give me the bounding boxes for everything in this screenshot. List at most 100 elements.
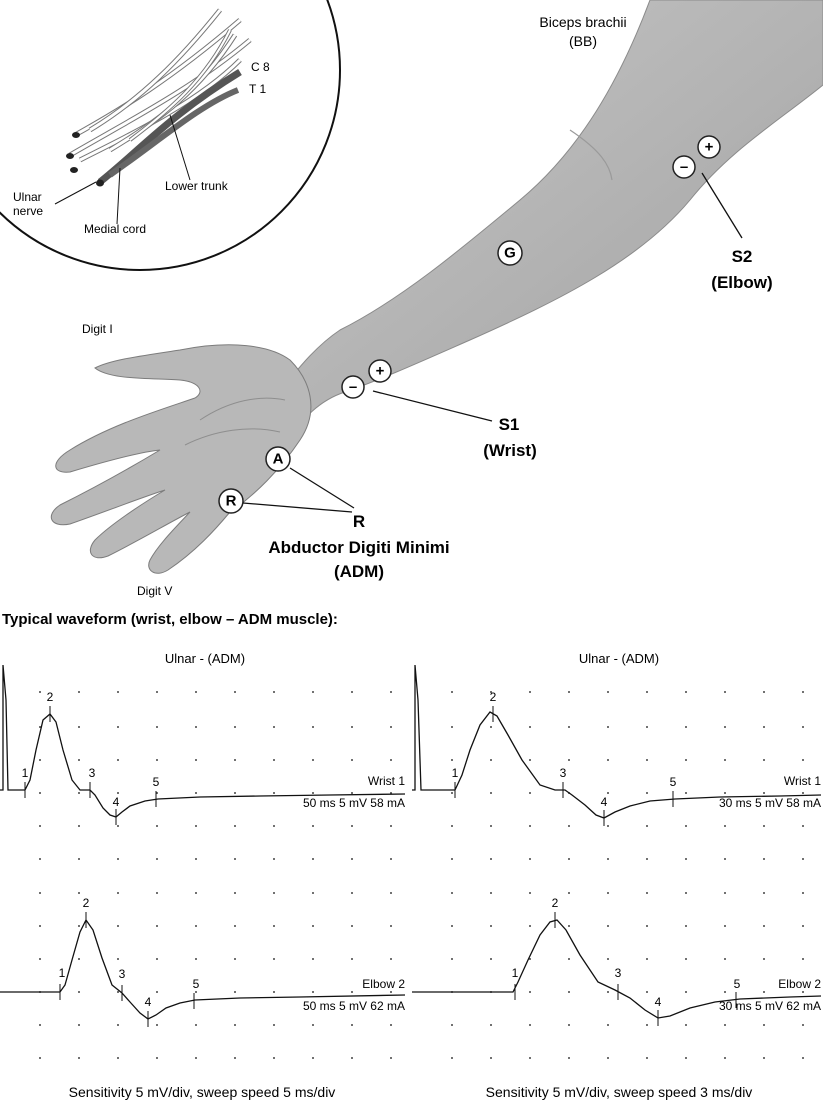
grid-dot xyxy=(802,991,804,993)
grid-dot xyxy=(724,691,726,693)
markers-elbow-right: 1 2 3 4 5 xyxy=(512,896,741,1026)
grid-dot xyxy=(390,858,392,860)
grid-dot xyxy=(646,1057,648,1059)
grid-dot xyxy=(568,991,570,993)
grid-dot xyxy=(39,858,41,860)
grid-dot xyxy=(802,792,804,794)
grid-dot xyxy=(390,759,392,761)
marker-5: 5 xyxy=(193,977,200,991)
grid-dot xyxy=(802,1057,804,1059)
grid-dot xyxy=(195,691,197,693)
reference-electrode: R xyxy=(218,488,244,514)
grid-dot xyxy=(390,958,392,960)
grid-dot xyxy=(646,691,648,693)
grid-dot xyxy=(117,759,119,761)
grid-dot xyxy=(234,825,236,827)
grid-dot xyxy=(451,691,453,693)
grid-dot xyxy=(724,858,726,860)
biceps-label-2: (BB) xyxy=(569,33,597,49)
grid-dot xyxy=(351,1024,353,1026)
marker-1: 1 xyxy=(22,766,29,780)
c8-label: C 8 xyxy=(251,60,270,74)
grid-dot xyxy=(195,925,197,927)
lower-trunk-label: Lower trunk xyxy=(165,179,229,193)
dot-grid xyxy=(39,691,804,1059)
grid-dot xyxy=(451,1057,453,1059)
grid-dot xyxy=(724,726,726,728)
grid-dot xyxy=(802,1024,804,1026)
grid-dot xyxy=(312,858,314,860)
grid-dot xyxy=(273,1057,275,1059)
grid-dot xyxy=(529,825,531,827)
grid-dot xyxy=(607,792,609,794)
marker-5: 5 xyxy=(153,775,160,789)
grid-dot xyxy=(685,1057,687,1059)
marker-3: 3 xyxy=(119,967,126,981)
s2-label: S2 xyxy=(732,247,753,266)
grid-dot xyxy=(312,726,314,728)
grid-dot xyxy=(273,858,275,860)
grid-dot xyxy=(646,1024,648,1026)
grid-dot xyxy=(234,759,236,761)
grid-dot xyxy=(646,925,648,927)
t1-label: T 1 xyxy=(249,82,266,96)
grid-dot xyxy=(802,858,804,860)
grid-dot xyxy=(529,691,531,693)
grid-dot xyxy=(607,892,609,894)
marker-1: 1 xyxy=(452,766,459,780)
grid-dot xyxy=(607,825,609,827)
grid-dot xyxy=(312,991,314,993)
s1-site-label: (Wrist) xyxy=(483,441,537,460)
s2-site-label: (Elbow) xyxy=(711,273,772,292)
grid-dot xyxy=(234,792,236,794)
grid-dot xyxy=(39,825,41,827)
grid-dot xyxy=(490,691,492,693)
svg-text:A: A xyxy=(273,451,284,468)
s2-cathode-electrode: – xyxy=(672,155,696,179)
grid-dot xyxy=(78,858,80,860)
adm-abbrev-label: (ADM) xyxy=(334,562,384,581)
grid-dot xyxy=(685,792,687,794)
grid-dot xyxy=(234,726,236,728)
electrode-leader-lines xyxy=(242,172,743,513)
medial-cord-label: Medial cord xyxy=(84,222,146,236)
grid-dot xyxy=(685,858,687,860)
grid-dot xyxy=(156,726,158,728)
grid-dot xyxy=(117,1057,119,1059)
grid-dot xyxy=(646,759,648,761)
markers-wrist-right: 1 2 3 4 5 xyxy=(452,690,677,826)
grid-dot xyxy=(195,825,197,827)
markers-wrist-left: 1 2 3 4 5 xyxy=(22,690,160,825)
ulnar-nerve-label-1: Ulnar xyxy=(13,190,42,204)
grid-dot xyxy=(529,759,531,761)
grid-dot xyxy=(685,759,687,761)
grid-dot xyxy=(490,759,492,761)
grid-dot xyxy=(724,1024,726,1026)
digit-v-label: Digit V xyxy=(137,584,172,598)
grid-dot xyxy=(451,858,453,860)
marker-3: 3 xyxy=(615,966,622,980)
grid-dot xyxy=(802,759,804,761)
grid-dot xyxy=(646,858,648,860)
grid-dot xyxy=(529,892,531,894)
elbow-waveform-left xyxy=(0,918,406,1020)
grid-dot xyxy=(568,691,570,693)
marker-2: 2 xyxy=(47,690,54,704)
grid-dot xyxy=(195,792,197,794)
grid-dot xyxy=(490,726,492,728)
grid-dot xyxy=(802,958,804,960)
grid-dot xyxy=(529,858,531,860)
grid-dot xyxy=(490,925,492,927)
grid-dot xyxy=(273,925,275,927)
grid-dot xyxy=(78,726,80,728)
grid-dot xyxy=(568,1057,570,1059)
grid-dot xyxy=(607,691,609,693)
grid-dot xyxy=(351,1057,353,1059)
grid-dot xyxy=(117,858,119,860)
grid-dot xyxy=(78,691,80,693)
grid-dot xyxy=(39,1024,41,1026)
grid-dot xyxy=(451,925,453,927)
svg-text:–: – xyxy=(349,379,357,396)
grid-dot xyxy=(568,925,570,927)
grid-dot xyxy=(568,759,570,761)
